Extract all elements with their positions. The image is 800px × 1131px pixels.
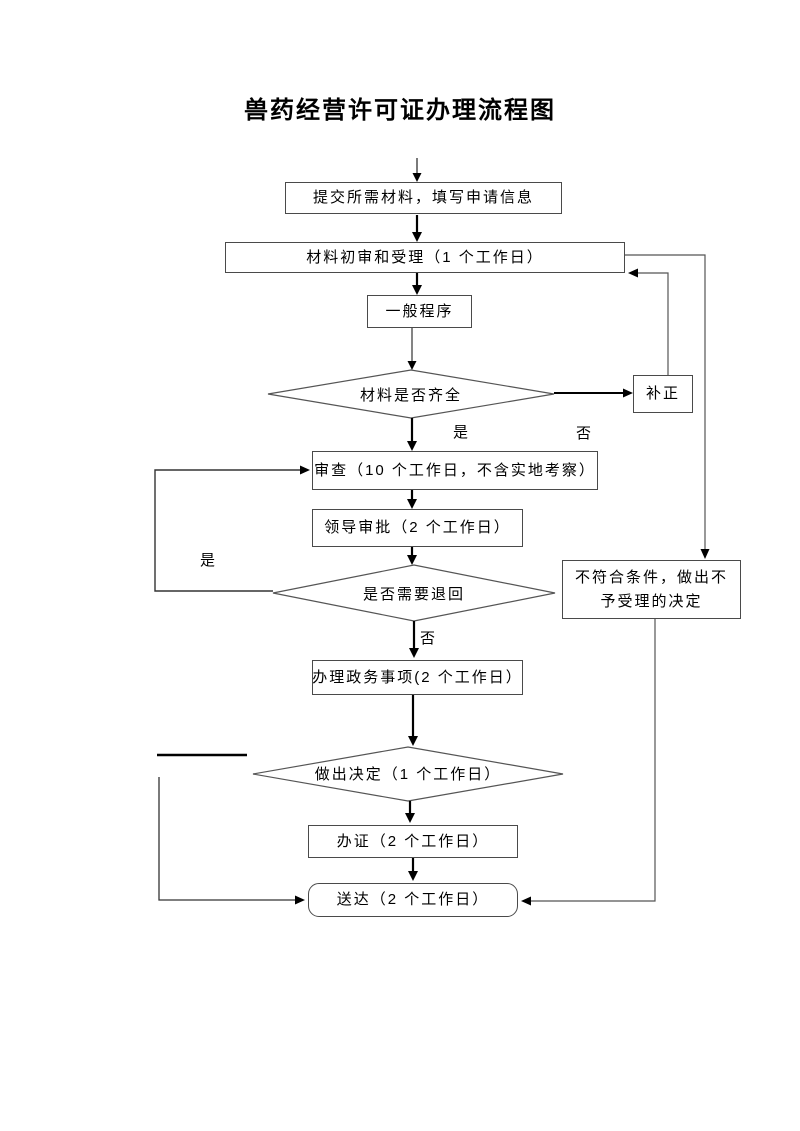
branch-label-no-materials: 否 [576,425,593,442]
edge-decision-left-to-delivery [158,777,305,905]
edge-general-to-materials [407,328,417,370]
node-certificate: 办证（2 个工作日） [308,825,518,858]
node-review-label: 审查（10 个工作日，不含实地考察） [314,461,596,479]
edge-correction-to-initial [628,268,669,375]
diamond-decision-label: 做出决定（1 个工作日） [314,765,502,783]
edge-initial-to-reject [625,254,710,559]
branch-label-yes-return: 是 [200,552,217,569]
node-correction-label: 补正 [645,385,680,403]
edge-start-to-submit [412,158,422,182]
node-reject-decision: 不符合条件，做出不予受理的决定 [562,560,741,619]
node-general-procedure: 一般程序 [367,295,472,328]
node-initial-review: 材料初审和受理（1 个工作日） [225,242,625,273]
diamond-decision [252,746,564,802]
edge-submit-to-initial [412,215,422,242]
node-general-procedure-label: 一般程序 [385,302,454,320]
diamond-materials-complete-label: 材料是否齐全 [359,386,462,404]
branch-label-yes-materials: 是 [453,424,470,441]
edge-leader-to-needreturn [407,547,417,565]
node-government-affairs-label: 办理政务事项(2 个工作日） [312,668,523,686]
node-delivery-label: 送达（2 个工作日） [336,891,490,909]
edge-decision-to-certificate [405,801,415,823]
node-leader-approval-label: 领导审批（2 个工作日） [324,519,511,537]
edge-initial-to-general [412,273,422,295]
node-submit-materials-label: 提交所需材料，填写申请信息 [312,189,534,207]
diamond-need-return [272,564,556,622]
branch-label-no-return: 否 [420,630,437,647]
node-certificate-label: 办证（2 个工作日） [336,832,490,850]
edge-review-to-leader [407,490,417,509]
node-submit-materials: 提交所需材料，填写申请信息 [285,182,562,214]
edge-reject-to-delivery [521,619,656,906]
node-reject-decision-label: 不符合条件，做出不予受理的决定 [574,569,728,610]
node-initial-review-label: 材料初审和受理（1 个工作日） [306,248,544,266]
edge-govt-to-decision [408,695,418,746]
node-government-affairs: 办理政务事项(2 个工作日） [312,660,523,695]
diamond-need-return-label: 是否需要退回 [362,585,465,603]
node-correction: 补正 [633,375,693,413]
edge-materials-to-review [407,418,417,451]
edge-materials-to-correction [554,388,633,398]
page-title: 兽药经营许可证办理流程图 [244,97,556,124]
edge-needreturn-to-govt [409,621,419,658]
edge-needreturn-to-review [154,465,310,592]
node-delivery: 送达（2 个工作日） [308,883,518,917]
node-leader-approval: 领导审批（2 个工作日） [312,509,523,547]
node-review: 审查（10 个工作日，不含实地考察） [312,451,598,490]
edge-certificate-to-delivery [408,858,418,881]
